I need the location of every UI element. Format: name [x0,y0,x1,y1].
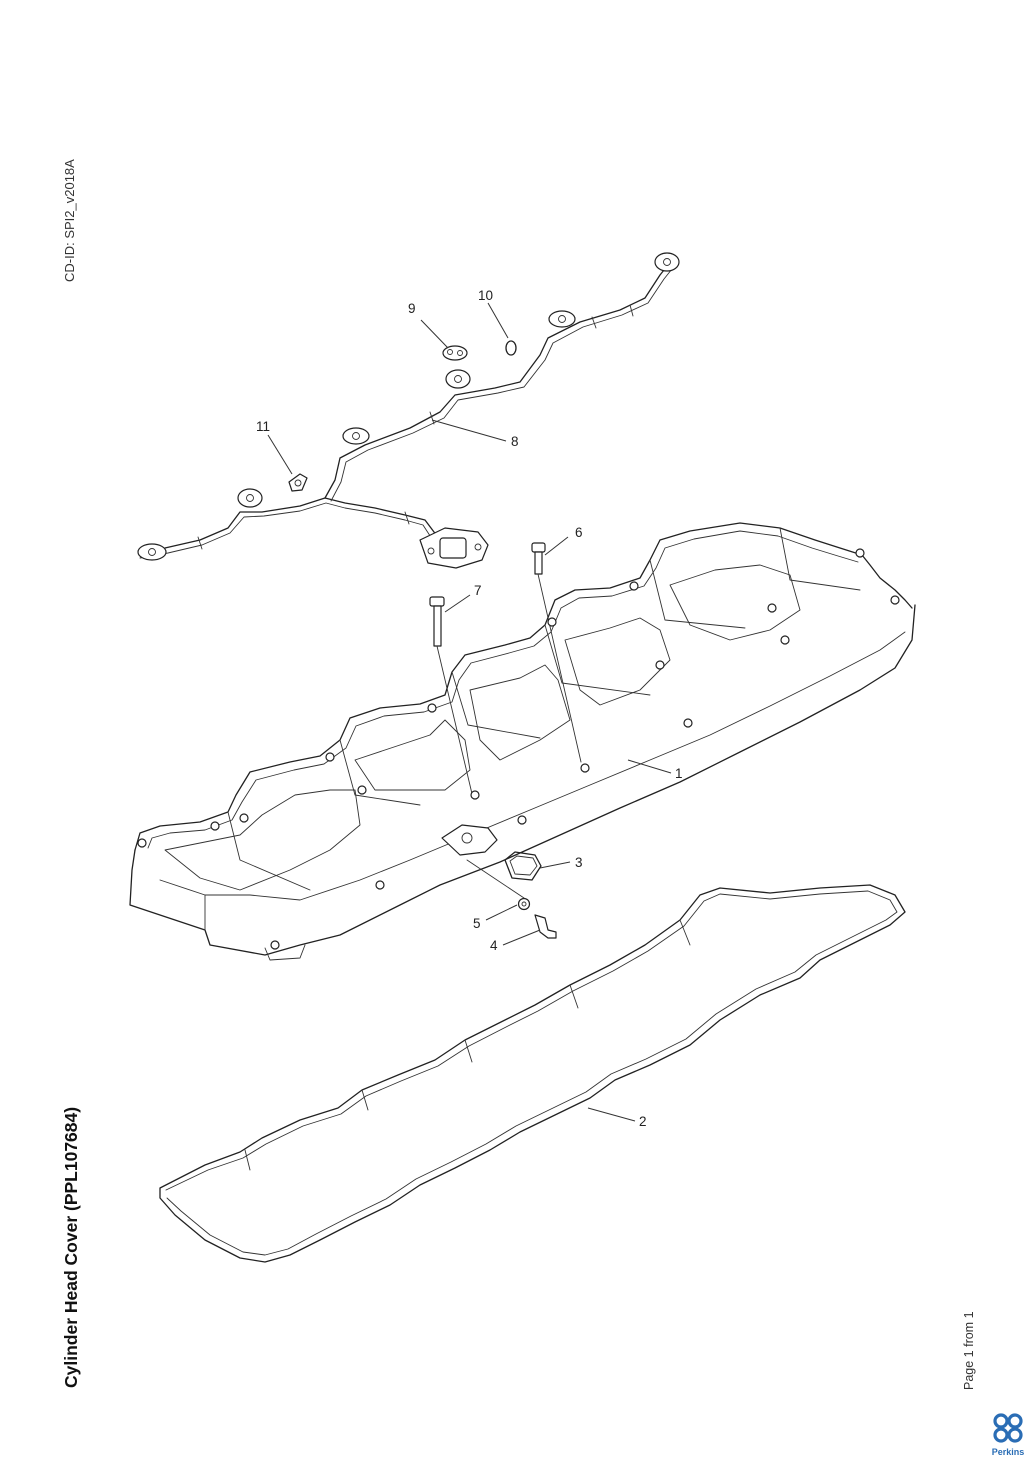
callout-4: 4 [490,938,498,953]
clip-part-9 [442,345,468,361]
callout-8: 8 [511,434,519,449]
ring-terminal-2 [237,488,263,508]
ring-terminal-3 [342,427,370,445]
perkins-logo: Perkins [988,1412,1028,1457]
callout-3: 3 [575,855,583,870]
harness-connector [419,527,489,569]
callout-6: 6 [575,525,583,540]
leader-lines [267,302,672,1122]
ring-terminal-4 [445,369,471,389]
screw-part-4 [534,914,557,939]
callouts: 1 2 3 4 5 6 7 8 9 10 11 [256,288,683,1129]
callout-1: 1 [675,766,683,781]
callout-11: 11 [256,419,270,434]
cover-frame-part-1 [129,522,916,961]
ring-clip-part-10 [505,340,517,356]
perkins-logo-mark [993,1413,1023,1443]
gasket-part-2 [159,884,906,1263]
ring-terminal-6 [654,252,680,272]
ring-terminal-1 [137,543,167,561]
seal-part-3 [504,851,542,881]
callout-2: 2 [639,1114,647,1129]
retainer-clip-part-11 [288,473,308,492]
callout-10: 10 [478,288,493,303]
callout-5: 5 [473,916,481,931]
wiring-harness [137,252,680,569]
ring-terminal-5 [548,310,576,328]
washer-part-5 [517,897,531,911]
bolt-part-7 [429,596,474,799]
bolt-part-6 [531,542,582,763]
callout-9: 9 [408,301,416,316]
callout-7: 7 [474,583,482,598]
brand-name: Perkins [991,1447,1025,1457]
bolt-bosses [137,548,900,950]
